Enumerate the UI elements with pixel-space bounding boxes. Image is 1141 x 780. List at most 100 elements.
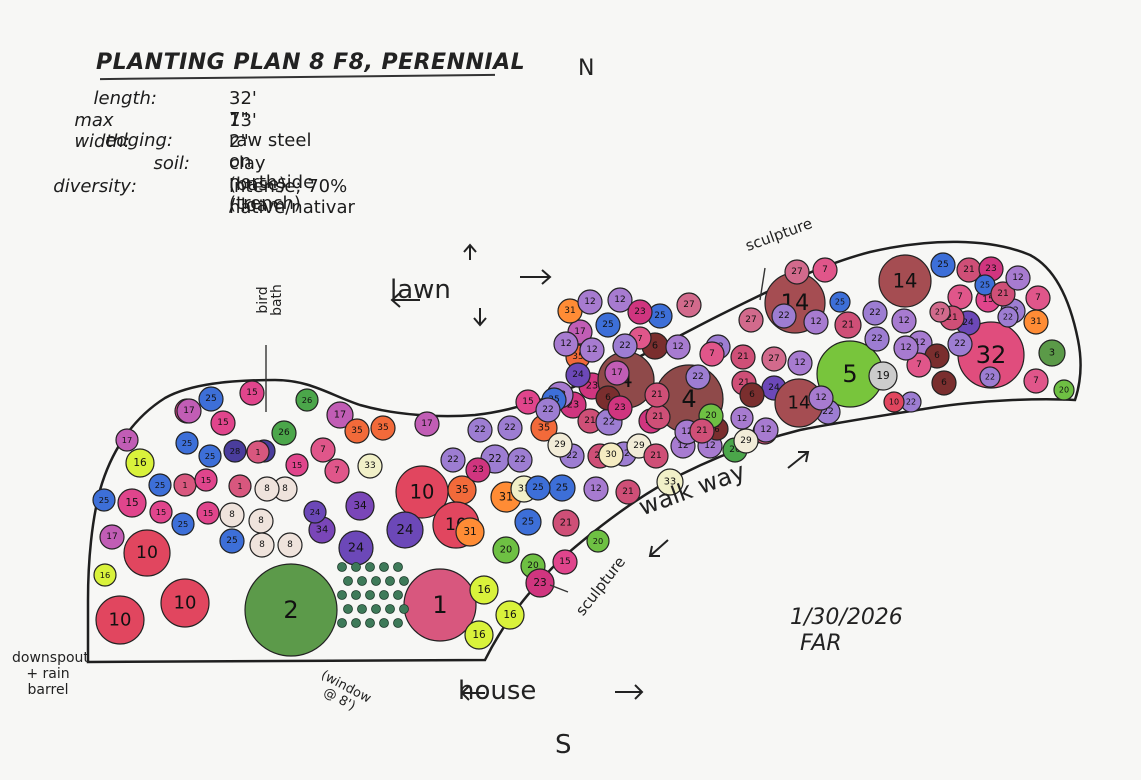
- plant-31: 31: [455, 517, 485, 547]
- plant-10: 10: [883, 391, 905, 413]
- plant-circle: [565, 362, 591, 388]
- small-plant-dot: [343, 576, 353, 586]
- plant-31: 31: [1023, 309, 1049, 335]
- plant-12: 12: [579, 337, 605, 363]
- plant-27: 27: [761, 346, 787, 372]
- plant-number: 24: [572, 370, 584, 380]
- plant-number: 7: [957, 292, 963, 302]
- plant-number: 7: [822, 265, 828, 275]
- north-label: N: [578, 56, 595, 81]
- date-signature: 1/30/2026 FAR: [790, 605, 903, 657]
- plant-20: 20: [492, 536, 520, 564]
- plant-circle: [246, 440, 270, 464]
- plant-number: 10: [136, 543, 158, 563]
- plant-7: 7: [947, 284, 973, 310]
- plant-number: 17: [574, 327, 585, 337]
- plant-circle: [99, 524, 125, 550]
- plant-number: 1: [255, 447, 260, 457]
- plant-number: 12: [900, 343, 911, 353]
- plant-circle: [194, 468, 218, 492]
- plant-number: 25: [205, 451, 216, 461]
- plant-circle: [160, 578, 210, 628]
- plant-number: 23: [614, 403, 625, 413]
- plant-circle: [607, 395, 633, 421]
- plant-circle: [929, 301, 951, 323]
- plant-30: 30: [598, 442, 624, 468]
- plant-number: 12: [1012, 273, 1023, 283]
- arrow-right-icon: [615, 684, 644, 700]
- arrow-down-left-icon: [648, 539, 669, 557]
- plant-number: 15: [217, 418, 228, 428]
- plant-number: 19: [876, 370, 889, 382]
- plant-number: 12: [914, 338, 925, 348]
- plant-number: 15: [982, 295, 993, 305]
- plant-21: 21: [577, 408, 603, 434]
- plant-number: 25: [556, 483, 568, 494]
- plant-17: 17: [414, 411, 440, 437]
- plant-number: 27: [935, 308, 945, 317]
- plant-circle: [171, 512, 195, 536]
- plant-number: 35: [538, 423, 550, 434]
- plant-8: 8: [254, 476, 280, 502]
- plant-circle: [514, 508, 542, 536]
- plant-circle: [753, 417, 779, 443]
- plant-circle: [370, 415, 396, 441]
- plant-number: 26: [278, 428, 290, 438]
- spec-label: length:: [93, 88, 157, 109]
- plant-circle: [643, 443, 669, 469]
- small-plant-dot: [351, 590, 361, 600]
- plant-21: 21: [645, 404, 671, 430]
- plant-12: 12: [803, 309, 829, 335]
- plant-19: 19: [868, 361, 898, 391]
- plant-27: 27: [676, 292, 702, 318]
- plant-34: 34: [345, 491, 375, 521]
- plant-number: 10: [109, 610, 132, 631]
- plant-8: 8: [219, 502, 245, 528]
- plant-12: 12: [1005, 265, 1031, 291]
- small-plant-dot: [337, 618, 347, 628]
- plant-circle: [345, 491, 375, 521]
- plant-number: 12: [815, 393, 826, 403]
- plant-22: 22: [612, 333, 638, 359]
- plant-16: 16: [464, 620, 494, 650]
- plant-29: 29: [733, 428, 759, 454]
- plant-25: 25: [198, 444, 222, 468]
- plant-number: 35: [351, 426, 362, 436]
- plant-number: 33: [518, 484, 530, 495]
- plant-number: 22: [474, 425, 485, 435]
- plant-21: 21: [990, 281, 1016, 307]
- plant-circle: [612, 333, 638, 359]
- plant-number: 8: [258, 516, 264, 526]
- plant-circle: [787, 350, 813, 376]
- plant-number: 25: [205, 394, 216, 404]
- plant-number: 33: [664, 477, 676, 488]
- plant-number: 29: [740, 436, 752, 446]
- plant-circle: [761, 346, 787, 372]
- plant-number: 26: [729, 445, 741, 455]
- plant-circle: [228, 474, 252, 498]
- plant-number: 8: [264, 484, 270, 494]
- plant-circle: [868, 361, 898, 391]
- plant-circle: [685, 364, 711, 390]
- plant-number: 20: [1059, 386, 1069, 395]
- pointer-lines: [265, 267, 766, 593]
- plant-number: 35: [572, 352, 583, 362]
- plant-number: 22: [619, 341, 630, 351]
- plant-circle: [175, 431, 199, 455]
- plant-number: 21: [738, 378, 749, 388]
- plant-number: 22: [871, 334, 882, 344]
- plant-circle: [862, 300, 888, 326]
- plant-circle: [1038, 339, 1066, 367]
- plant-circle: [689, 418, 715, 444]
- plant-number: 26: [302, 395, 313, 405]
- plant-number: 25: [532, 483, 543, 493]
- plant-circle: [464, 620, 494, 650]
- south-label: S: [555, 730, 572, 760]
- plant-12: 12: [553, 331, 579, 357]
- plant-number: 15: [125, 497, 138, 509]
- plant-circle: [552, 549, 578, 575]
- small-plant-dot: [365, 618, 375, 628]
- plant-23: 23: [525, 568, 555, 598]
- plant-number: 24: [348, 541, 364, 556]
